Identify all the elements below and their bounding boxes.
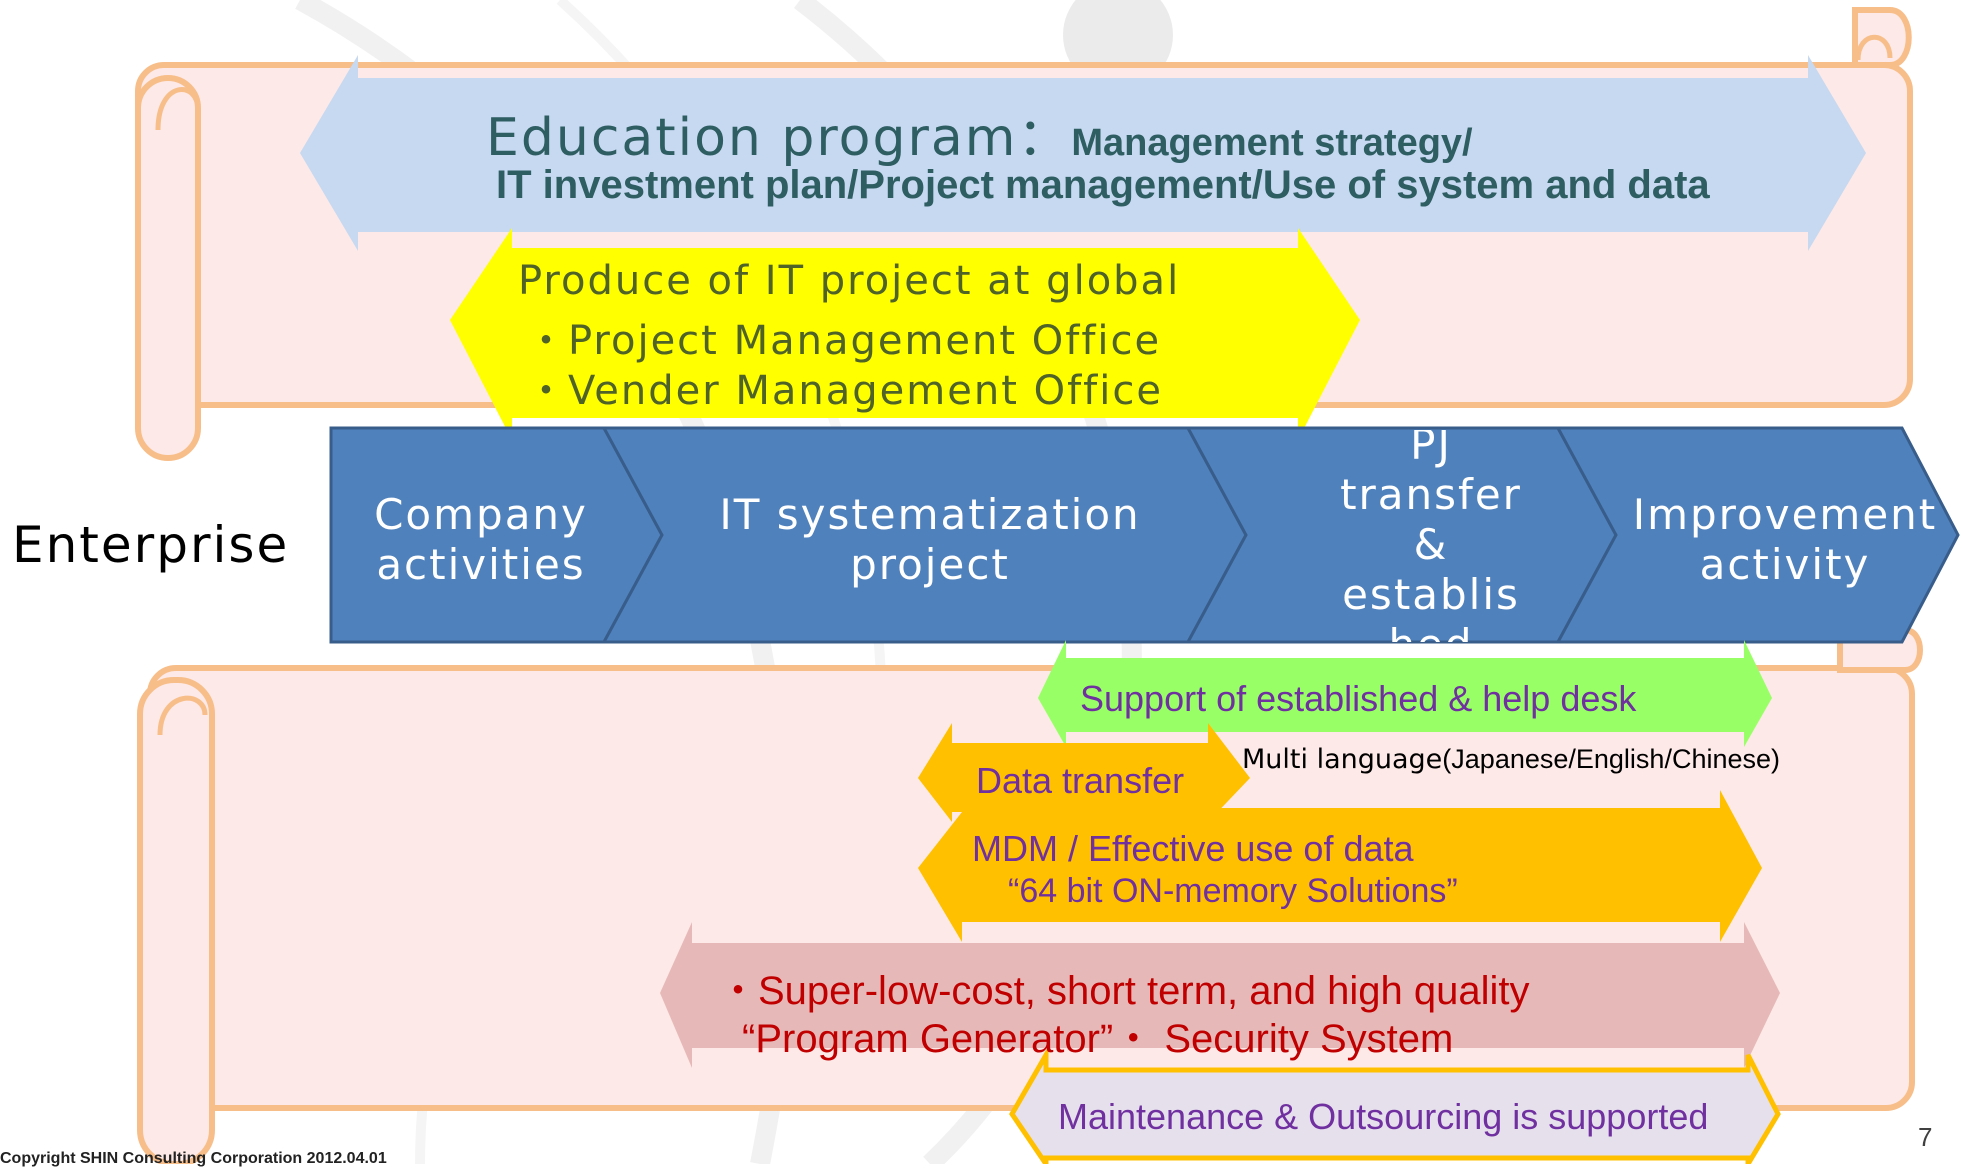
produce-line2: ・Project Management Office xyxy=(526,318,1162,364)
multi-language-prefix: Multi language xyxy=(1242,744,1443,775)
step-company-line1: Company xyxy=(374,490,588,539)
step-improvement-activity xyxy=(1555,426,1960,644)
support-arrow xyxy=(1038,640,1772,747)
mdm-line2: “64 bit ON-memory Solutions” xyxy=(1008,872,1458,910)
step-pj-line5: hed xyxy=(1246,620,1616,642)
support-text: Support of established & help desk xyxy=(1080,678,1637,719)
page-number: 7 xyxy=(1918,1122,1933,1152)
generator-arrow xyxy=(660,922,1780,1068)
step-pj-line1: PJ xyxy=(1410,430,1452,469)
step-it-label: IT systematization project xyxy=(660,490,1200,590)
step-pj-line2: transfer xyxy=(1340,470,1522,519)
step-pj-line4: establis xyxy=(1342,570,1520,619)
mdm-line1: MDM / Effective use of data xyxy=(972,828,1414,869)
step-pj-line3: & xyxy=(1413,520,1449,569)
step-improvement-line1: Improvement xyxy=(1632,490,1938,539)
generator-line1: ・Super-low-cost, short term, and high qu… xyxy=(718,969,1530,1013)
step-company-label: Company activities xyxy=(340,490,622,590)
produce-arrow xyxy=(450,228,1360,440)
data-transfer-text: Data transfer xyxy=(976,760,1185,801)
education-subtitle: IT investment plan/Project management/Us… xyxy=(496,163,1710,207)
process-chevrons xyxy=(329,426,1960,644)
step-improvement-label: Improvement activity xyxy=(1610,490,1960,590)
maintenance-arrow xyxy=(1009,1045,1781,1164)
maintenance-text: Maintenance & Outsourcing is supported xyxy=(1058,1096,1709,1137)
education-title-light: Education program： xyxy=(486,108,1072,168)
produce-line3: ・Vender Management Office xyxy=(526,368,1163,414)
produce-line1: Produce of IT project at global xyxy=(518,258,1181,304)
education-title-bold: Management strategy/ xyxy=(1071,122,1473,164)
generator-line2: “Program Generator”・ Security System xyxy=(742,1017,1454,1061)
step-pj-label: PJ transfer & establis hed xyxy=(1246,430,1616,642)
mdm-arrow xyxy=(918,790,1762,942)
enterprise-label: Enterprise xyxy=(12,516,290,574)
copyright-footer: Copyright SHIN Consulting Corporation 20… xyxy=(0,1150,387,1167)
education-arrow xyxy=(300,55,1866,251)
multi-language-text: Multi language(Japanese/English/Chinese) xyxy=(1242,744,1780,775)
step-it-line1: IT systematization xyxy=(719,490,1141,539)
education-title: Education program：Management strategy/ xyxy=(486,95,1473,170)
step-improvement-line2: activity xyxy=(1699,540,1871,589)
data-transfer-arrow xyxy=(918,723,1250,822)
step-it-line2: project xyxy=(850,540,1010,589)
step-company-line2: activities xyxy=(376,540,586,589)
multi-language-list: (Japanese/English/Chinese) xyxy=(1442,744,1780,774)
